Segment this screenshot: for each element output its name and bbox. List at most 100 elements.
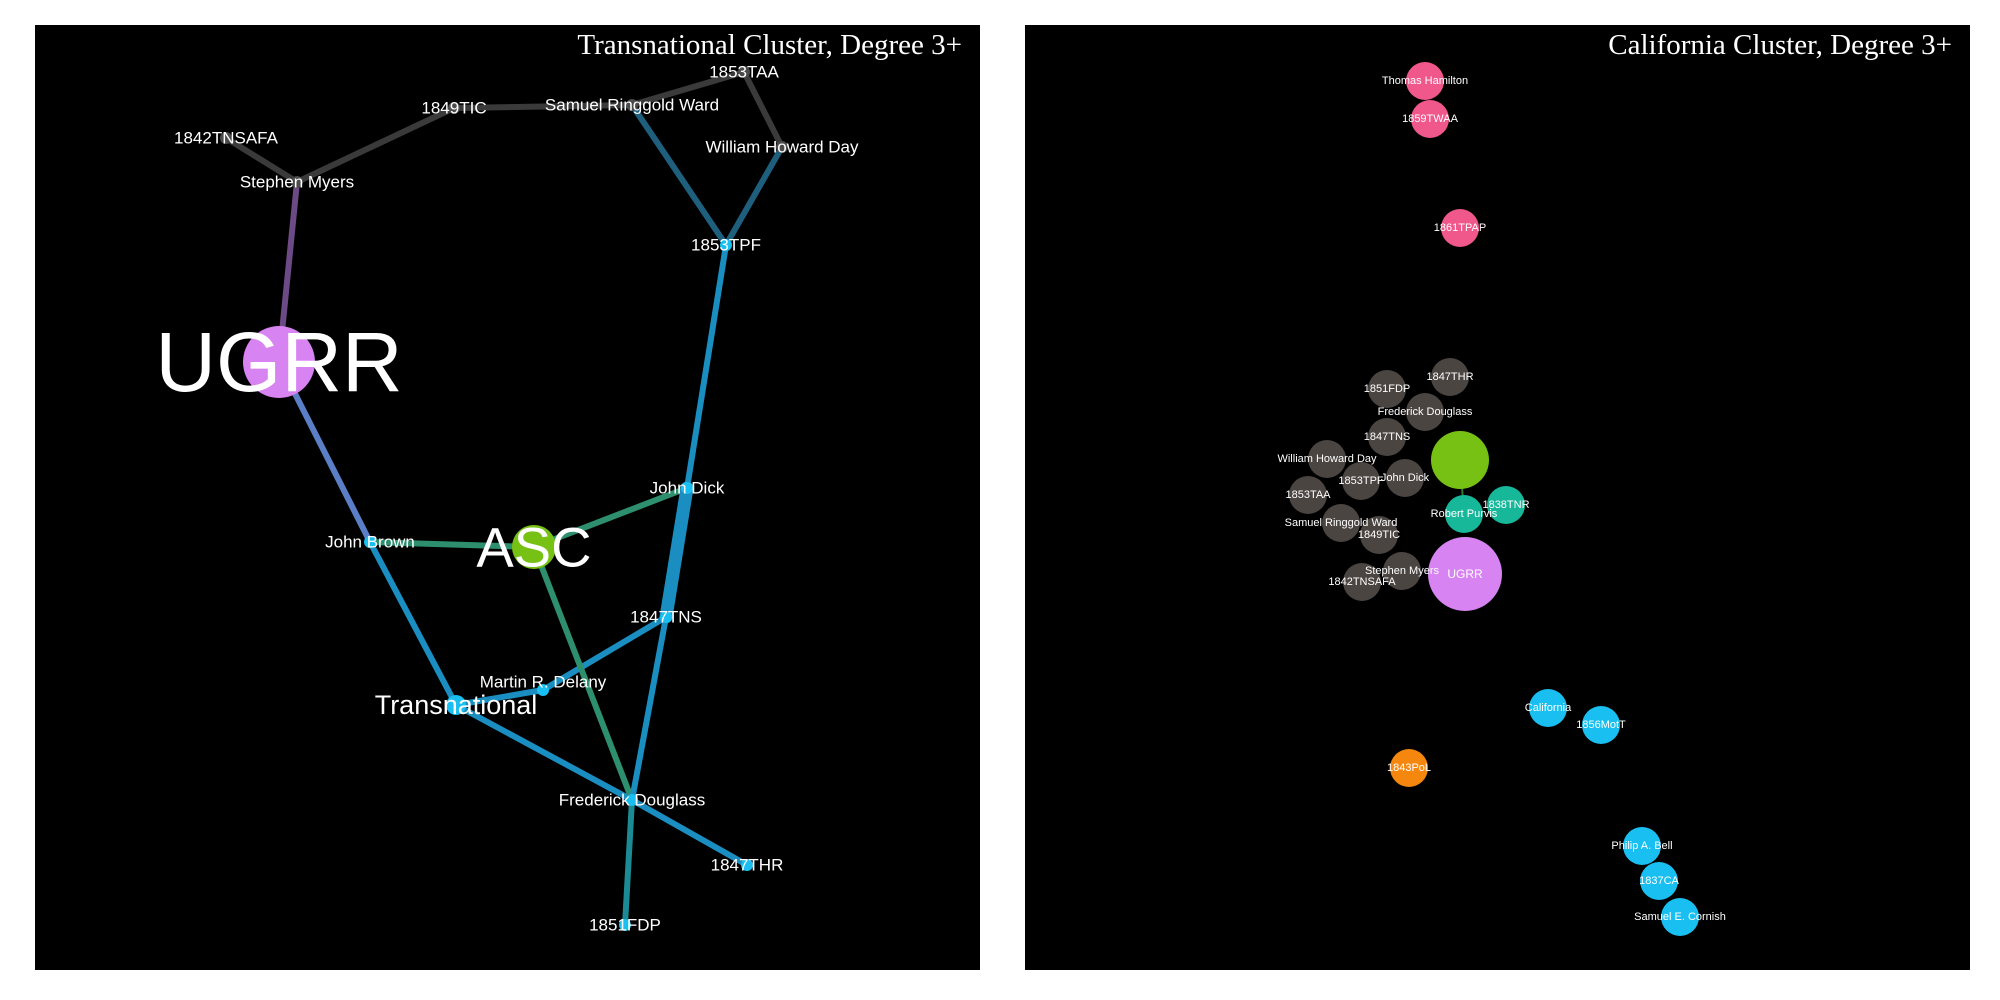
label-stephenmyers: Stephen Myers [240, 173, 354, 192]
label-1853taa: 1853TAA [709, 63, 779, 82]
node-ugrr[interactable] [243, 326, 315, 398]
label-transnational: Transnational [375, 690, 538, 720]
node-1847thr[interactable] [741, 859, 753, 871]
label-johndick: John Dick [650, 479, 725, 498]
label-philipabell: Philip A. Bell [1611, 840, 1672, 852]
edge-stephenmyers-1849tic [294, 105, 457, 185]
node-1853tpf[interactable] [1342, 462, 1380, 500]
label-1856mott: 1856MotT [1576, 719, 1626, 731]
edge-frederickdouglass-1851fdp [622, 797, 635, 928]
edge-williamhowardday-1853tpf [723, 144, 785, 248]
node-1851fdp[interactable] [1368, 370, 1406, 408]
node-1842tnsafa[interactable] [220, 132, 232, 144]
node-frederickdouglass[interactable] [626, 794, 638, 806]
node-1853taa[interactable] [738, 66, 750, 78]
california-network-graph: Thomas Hamilton1859TWAA1861TPAP1847THR18… [1277, 62, 1726, 936]
edge-transnational-frederickdouglass [453, 702, 635, 803]
edge-1847tns-frederickdouglass [629, 614, 669, 803]
node-1849tic[interactable] [448, 102, 460, 114]
label-1853tpf: 1853TPF [691, 236, 761, 255]
edge-samuelringgoldward-1853tpf [629, 102, 729, 248]
label-martinrdelany: Martin R. Delany [480, 673, 607, 692]
node-1859twaa[interactable] [1411, 100, 1449, 138]
label-asc: ASC [476, 516, 591, 579]
node-1853tpf[interactable] [720, 239, 732, 251]
label-samuelringgoldward: Samuel Ringgold Ward [545, 96, 719, 115]
label-samuelecornish: Samuel E. Cornish [1634, 911, 1726, 923]
node-robertpurvis[interactable] [1445, 495, 1483, 533]
node-samuelringgoldward[interactable] [1322, 504, 1360, 542]
node-1838tnr[interactable] [1487, 486, 1525, 524]
label-1843pol: 1843PoL [1387, 762, 1431, 774]
nodes [220, 66, 788, 931]
node-1856mott[interactable] [1582, 706, 1620, 744]
node-thomashamilton[interactable] [1406, 62, 1444, 100]
node-ugrr[interactable] [1428, 537, 1502, 611]
label-1838tnr: 1838TNR [1482, 499, 1529, 511]
node-1847tns[interactable] [660, 611, 672, 623]
label-1859twaa: 1859TWAA [1402, 113, 1459, 125]
node-johnbrown[interactable] [364, 536, 376, 548]
edges [223, 69, 785, 928]
node-1847tns[interactable] [1368, 418, 1406, 456]
label-1851fdp: 1851FDP [1364, 383, 1410, 395]
node-philipabell[interactable] [1623, 827, 1661, 865]
node-1853taa[interactable] [1289, 476, 1327, 514]
label-1847thr: 1847THR [1426, 371, 1473, 383]
label-williamhowardday: William Howard Day [1277, 453, 1377, 465]
edge-frederickdouglass-1847thr [629, 797, 750, 868]
edge-1842tnsafa-stephenmyers [223, 135, 300, 185]
node-stephenmyers[interactable] [1383, 552, 1421, 590]
panel-title: California Cluster, Degree 3+ [1608, 29, 1952, 61]
label-1849tic: 1849TIC [421, 99, 486, 118]
edge-1849tic-samuelringgoldward [451, 102, 635, 111]
label-1853tpf: 1853TPF [1338, 475, 1384, 487]
node-samuelringgoldward[interactable] [626, 99, 638, 111]
node-1842tnsafa[interactable] [1343, 563, 1381, 601]
node-1847thr[interactable] [1431, 358, 1469, 396]
label-1851fdp: 1851FDP [589, 916, 661, 935]
panel-title: Transnational Cluster, Degree 3+ [577, 29, 962, 61]
node-asc[interactable] [512, 525, 556, 569]
label-frederickdouglass: Frederick Douglass [1378, 406, 1473, 418]
nodes [1289, 62, 1699, 936]
label-1847tns: 1847TNS [630, 608, 702, 627]
node-1849tic[interactable] [1360, 516, 1398, 554]
node-johndick[interactable] [681, 482, 693, 494]
label-1849tic: 1849TIC [1358, 529, 1400, 541]
label-1842tnsafa: 1842TNSAFA [174, 129, 279, 148]
node-asc[interactable] [1431, 431, 1489, 489]
edge-johnbrown-asc [367, 539, 537, 550]
edge-johndick-1847tns [659, 481, 694, 624]
node-1861tpap[interactable] [1441, 209, 1479, 247]
label-1853taa: 1853TAA [1285, 489, 1331, 501]
node-johndick[interactable] [1386, 459, 1424, 497]
node-1851fdp[interactable] [619, 919, 631, 931]
label-ugrr: UGRR [1447, 567, 1483, 581]
node-labels: Thomas Hamilton1859TWAA1861TPAP1847THR18… [1277, 75, 1725, 923]
label-samuelringgoldward: Samuel Ringgold Ward [1285, 517, 1398, 529]
label-1861tpap: 1861TPAP [1434, 222, 1486, 234]
node-williamhowardday[interactable] [776, 141, 788, 153]
edge-1853taa-williamhowardday [741, 69, 785, 150]
node-1843pol[interactable] [1390, 749, 1428, 787]
node-transnational[interactable] [446, 695, 466, 715]
label-1847thr: 1847THR [711, 856, 784, 875]
label-johnbrown: John Brown [325, 533, 415, 552]
node-williamhowardday[interactable] [1308, 440, 1346, 478]
node-stephenmyers[interactable] [291, 176, 303, 188]
label-1837ca: 1837CA [1639, 875, 1679, 887]
node-california[interactable] [1529, 689, 1567, 727]
node-samuelecornish[interactable] [1661, 898, 1699, 936]
node-frederickdouglass[interactable] [1406, 393, 1444, 431]
edge-johnbrown-transnational [367, 539, 459, 708]
node-1837ca[interactable] [1640, 862, 1678, 900]
label-1842tnsafa: 1842TNSAFA [1328, 576, 1396, 588]
label-johndick: John Dick [1381, 472, 1430, 484]
label-stephenmyers: Stephen Myers [1365, 565, 1439, 577]
label-frederickdouglass: Frederick Douglass [559, 791, 705, 810]
node-martinrdelany[interactable] [537, 684, 549, 696]
